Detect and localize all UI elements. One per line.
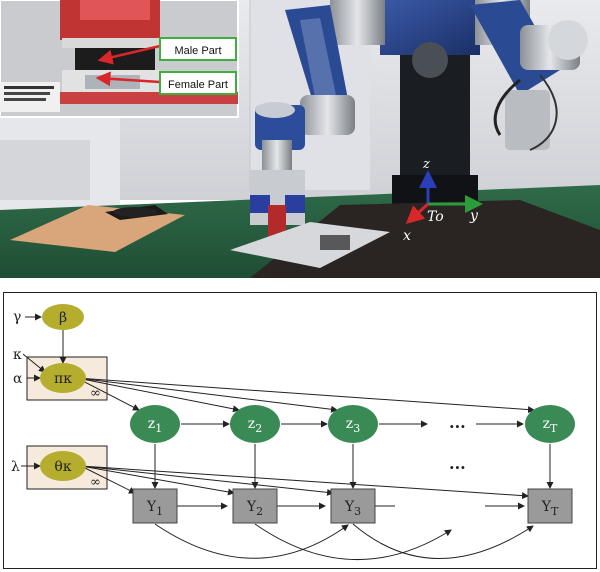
theta-node: θκ bbox=[40, 451, 86, 481]
axis-y-label: y bbox=[469, 208, 479, 224]
female-part-label: Female Part bbox=[168, 79, 228, 91]
right-robot-arm bbox=[470, 0, 560, 95]
svg-text:z3: z3 bbox=[346, 416, 360, 435]
gripper-right bbox=[505, 90, 550, 150]
state-node-z1: z1 bbox=[130, 405, 180, 443]
beta-node: β bbox=[42, 304, 84, 330]
obs-node-YT: YT bbox=[527, 488, 573, 524]
state-node-z3: z3 bbox=[328, 405, 378, 443]
svg-text:Y3: Y3 bbox=[344, 499, 361, 518]
female-part-callout bbox=[159, 71, 237, 95]
svg-text:YT: YT bbox=[541, 499, 559, 518]
inset-photo: Male Part Female Part bbox=[0, 0, 239, 118]
axis-x-label: x bbox=[403, 228, 411, 244]
theta-label: θκ bbox=[54, 459, 71, 475]
alpha-label: α bbox=[13, 371, 23, 387]
state-ellipsis: ... bbox=[449, 413, 466, 432]
theta-plate-infinity: ∞ bbox=[90, 475, 101, 490]
male-part-label: Male Part bbox=[174, 45, 221, 57]
kappa-label: κ bbox=[13, 347, 22, 363]
frame-origin-label: To bbox=[427, 209, 444, 225]
obs-ellipsis: ... bbox=[449, 454, 466, 473]
lambda-label: λ bbox=[11, 459, 20, 475]
robot-photo: z y x To Male Part Female Part bbox=[0, 0, 600, 278]
svg-text:z1: z1 bbox=[148, 416, 162, 435]
fixture-plate bbox=[230, 222, 390, 268]
obs-node-Y1: Y1 bbox=[132, 488, 178, 524]
pi-label: πκ bbox=[54, 371, 72, 387]
svg-text:Y1: Y1 bbox=[146, 499, 163, 518]
gamma-label: γ bbox=[13, 309, 21, 325]
obs-node-Y2: Y2 bbox=[232, 488, 278, 524]
graphical-model: ∞ ∞ γ κ α λ β πκ θκ bbox=[3, 292, 597, 569]
obs-node-Y3: Y3 bbox=[330, 488, 376, 524]
state-node-z2: z2 bbox=[230, 405, 280, 443]
pi-plate-infinity: ∞ bbox=[90, 386, 101, 401]
male-part-callout bbox=[159, 37, 237, 61]
svg-text:z2: z2 bbox=[248, 416, 262, 435]
state-node-zT: zT bbox=[525, 405, 575, 443]
svg-text:zT: zT bbox=[543, 416, 558, 435]
beta-label: β bbox=[59, 310, 67, 326]
coordinate-frame: z y x To bbox=[403, 157, 483, 244]
svg-text:Y2: Y2 bbox=[246, 499, 263, 518]
diagram-border bbox=[3, 292, 597, 569]
axis-z-label: z bbox=[422, 157, 430, 172]
pi-node: πκ bbox=[40, 363, 86, 393]
